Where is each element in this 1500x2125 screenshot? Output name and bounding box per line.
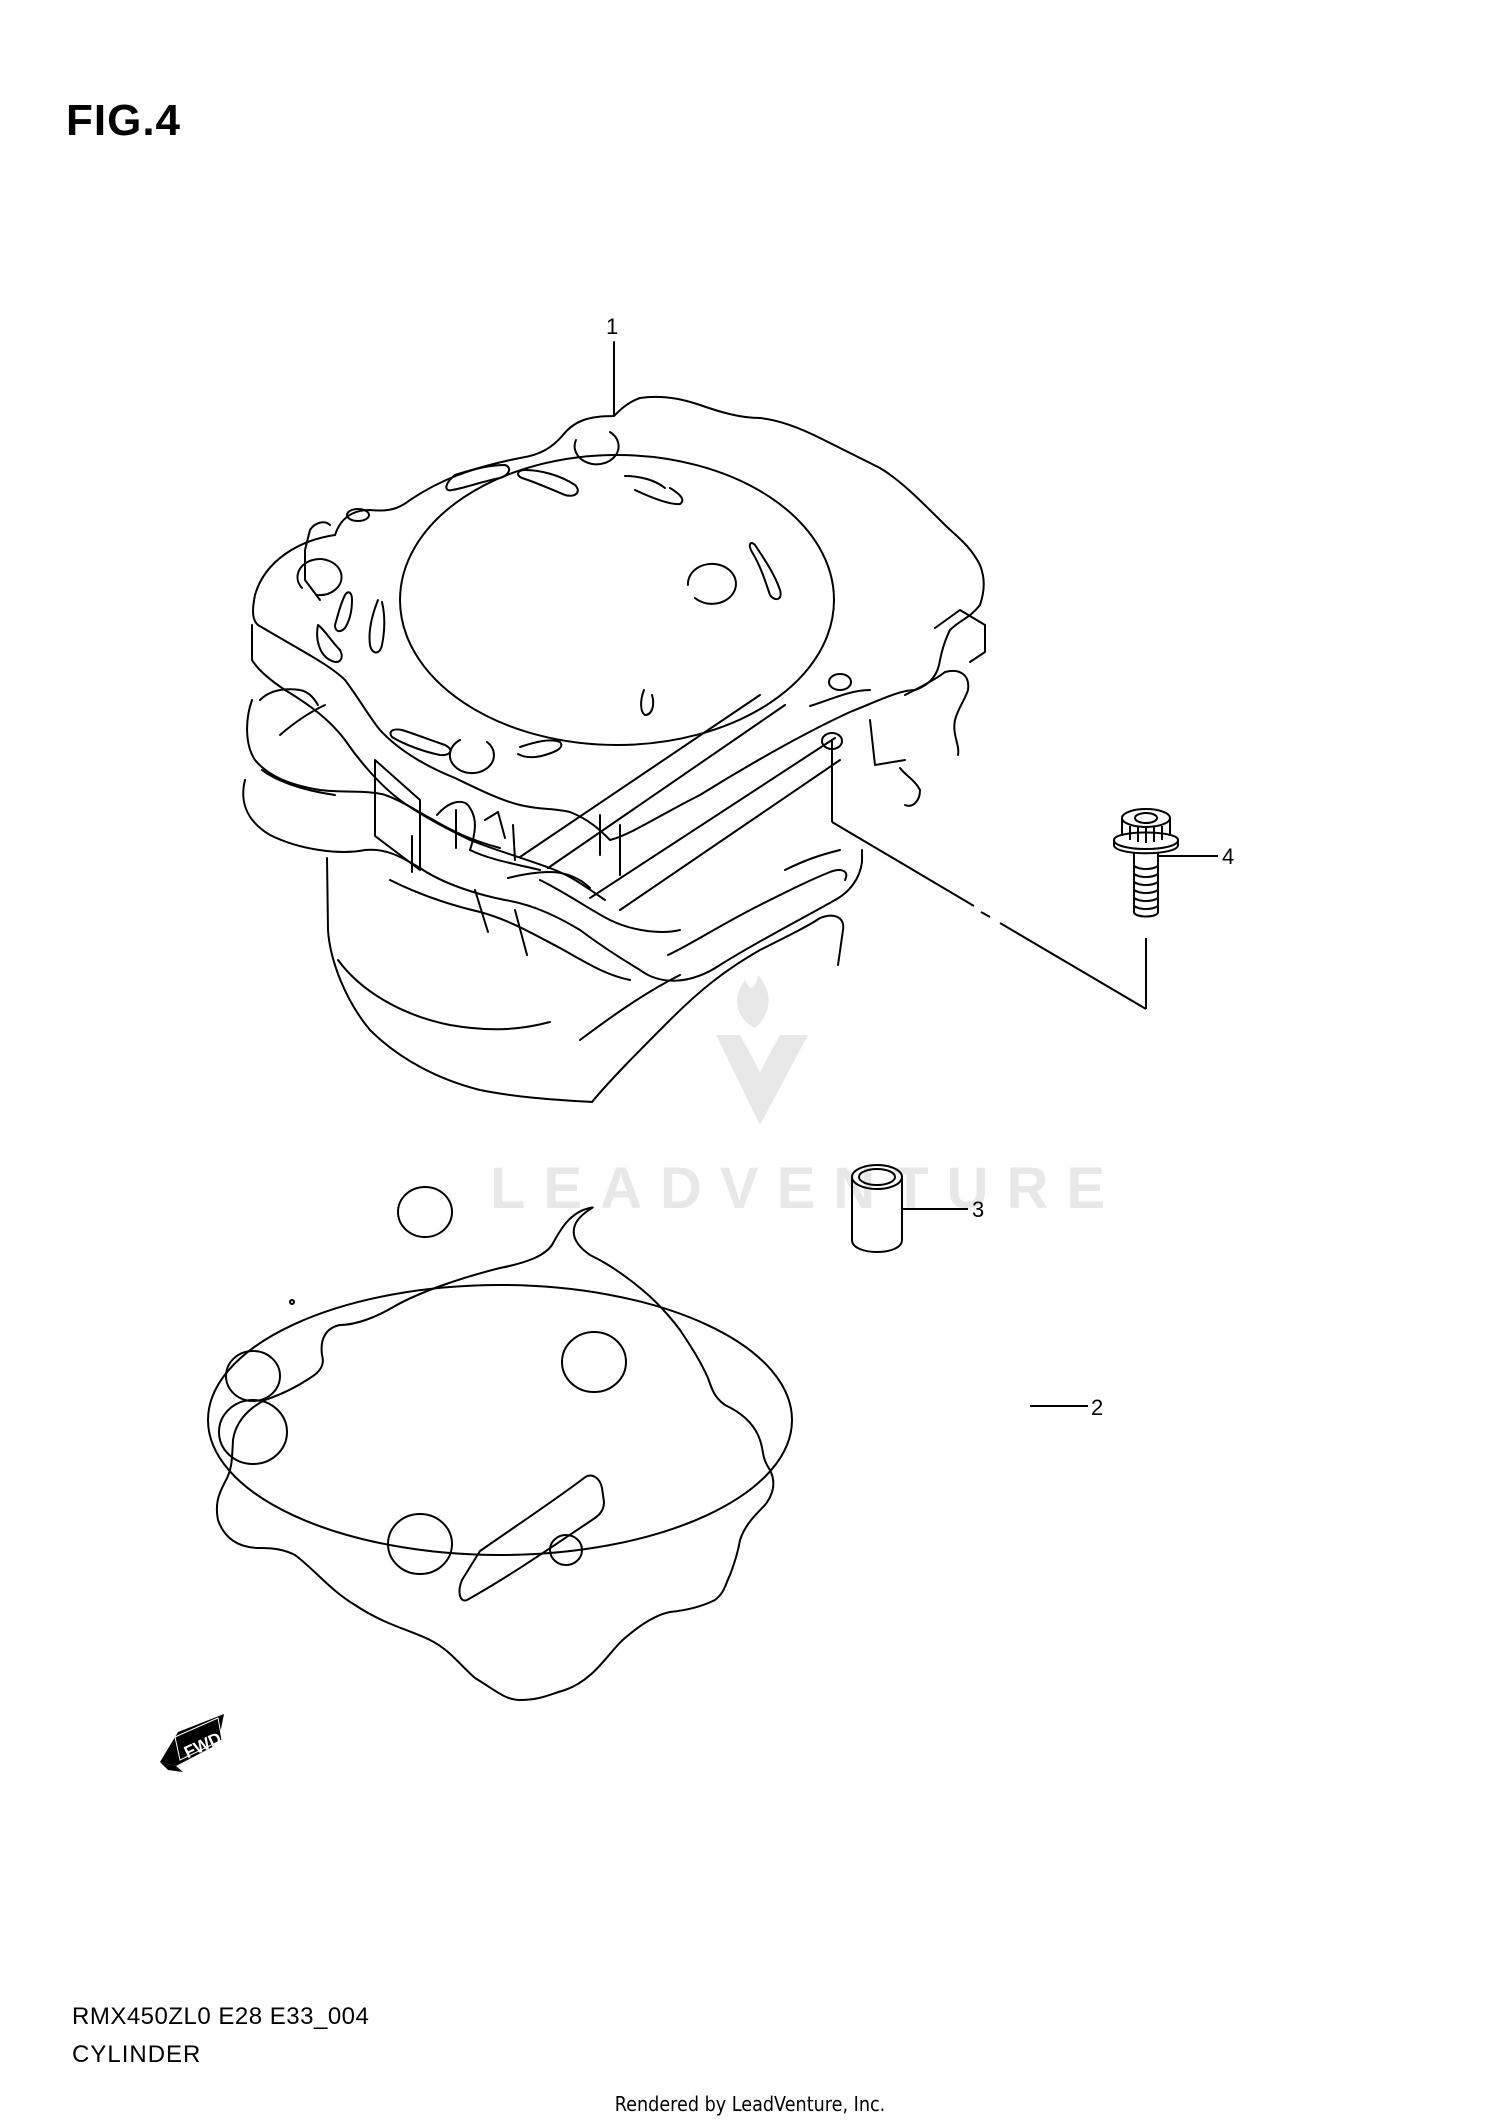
forward-arrow-icon [160,1714,224,1772]
callout-part-2[interactable]: 2 [1091,1395,1103,1420]
watermark-text: LEADVENTURE [490,1156,1123,1221]
section-name: CYLINDER [72,2041,202,2068]
leadventure-logo-icon [716,975,808,1125]
model-code: RMX450ZL0 E28 E33_004 [72,2003,370,2030]
part-4-flange-bolt[interactable] [1114,809,1218,917]
part-2-base-gasket[interactable] [208,1187,792,1700]
part-1-cylinder[interactable] [243,342,985,1102]
install-guide-line-4 [832,741,1146,1009]
callout-part-4[interactable]: 4 [1222,844,1234,869]
figure-title: FIG.4 [66,96,182,145]
part-3-dowel-pin[interactable] [852,1165,968,1252]
rendered-by-footer: Rendered by LeadVenture, Inc. [614,2092,886,2116]
callout-part-1[interactable]: 1 [606,314,618,339]
watermark: LEADVENTURE [490,975,1123,1221]
callout-part-3[interactable]: 3 [972,1197,984,1222]
forward-direction-indicator: FWD [160,1714,224,1772]
